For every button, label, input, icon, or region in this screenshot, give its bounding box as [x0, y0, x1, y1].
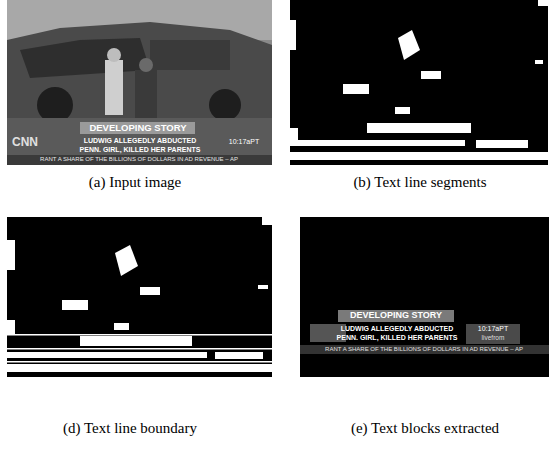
panel-caption: (d) Text line boundary	[63, 421, 197, 437]
extracted-text: RANT A SHARE OF THE BILLIONS OF DOLLARS …	[325, 346, 523, 352]
extracted-text: 10:17aPT	[478, 325, 508, 332]
extracted-text: LUDWIG ALLEGEDLY ABDUCTED	[341, 325, 454, 332]
panel-caption: (b) Text line segments	[353, 175, 486, 191]
extracted-text: livefrom	[482, 335, 505, 342]
ticker-text: RANT A SHARE OF THE BILLIONS OF DOLLARS …	[40, 156, 238, 162]
boundary-mask	[7, 217, 272, 377]
channel-logo: CNN	[12, 136, 38, 149]
caption-overlay: PENN. GIRL, KILLED HER PARENTS	[80, 146, 201, 153]
caption-overlay: DEVELOPING STORY	[89, 123, 186, 133]
input-photo	[7, 0, 272, 165]
caption-overlay: LUDWIG ALLEGEDLY ABDUCTED	[84, 137, 197, 144]
segment-mask	[290, 0, 548, 165]
extracted-text: DEVELOPING STORY	[350, 311, 442, 320]
panel-caption: (a) Input image	[89, 175, 181, 191]
extracted-text: PENN. GIRL, KILLED HER PARENTS	[337, 334, 458, 341]
time-stamp: 10:17aPT	[229, 138, 259, 145]
extracted-blocks	[300, 217, 549, 377]
panel-caption: (e) Text blocks extracted	[351, 421, 499, 437]
